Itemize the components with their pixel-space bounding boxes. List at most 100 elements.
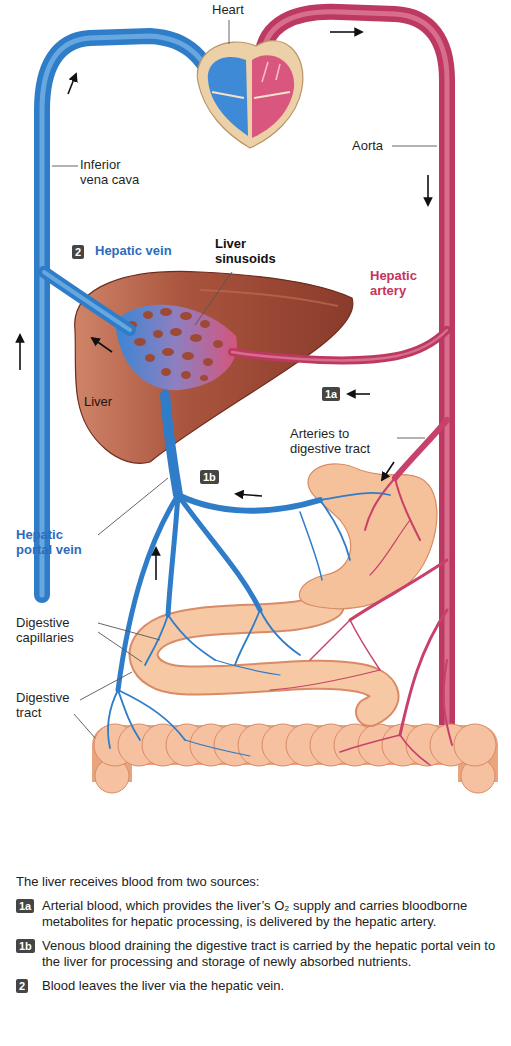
flow-arrows: [348, 393, 370, 395]
leader-lines: [80, 672, 132, 700]
leader-lines: [98, 632, 142, 662]
heart-illustration: [197, 41, 303, 148]
digestive-artery-vessels: [350, 560, 447, 620]
heart-illustration: [197, 41, 303, 148]
leader-lines: [74, 714, 95, 738]
structure-label: Heart: [212, 2, 244, 17]
sinusoid-network: [190, 334, 202, 342]
flow-arrows: [68, 74, 76, 94]
leader-lines: [397, 438, 425, 439]
digestive-artery-vessels: [400, 735, 430, 765]
flow-arrows: [92, 338, 112, 352]
sinusoid-network: [181, 371, 191, 379]
portal-vein-vessels: [108, 690, 118, 748]
sinusoid-network: [200, 320, 210, 328]
callout-number: 1a: [322, 387, 340, 401]
sinusoid-network: [143, 311, 153, 319]
sinusoid-network: [127, 308, 223, 381]
sinusoid-network: [115, 305, 237, 390]
sinusoid-network: [180, 312, 192, 320]
leader-lines: [195, 272, 232, 325]
flow-arrows: [427, 175, 429, 205]
small-intestine-illustration: [144, 605, 385, 712]
portal-vein-vessels: [118, 690, 140, 740]
sinusoid-network: [160, 308, 172, 316]
callout-number: 1b: [200, 470, 219, 484]
callout-number: 1b: [16, 939, 35, 953]
hepatic-artery-vessel: [232, 330, 447, 360]
digestive-artery-vessels: [270, 670, 380, 690]
heart-illustration: [262, 62, 280, 82]
sinusoid-network: [203, 358, 213, 366]
leader-lines: [229, 20, 230, 44]
hepatic-artery-vessel: [232, 330, 447, 360]
portal-vein-vessels: [185, 740, 250, 756]
vessel-label: Aorta: [352, 138, 383, 153]
small-intestine-illustration: [144, 605, 385, 712]
sinusoid-network: [213, 340, 223, 348]
hepatic-vein-vessel: [44, 272, 130, 330]
heart-illustration: [212, 92, 290, 98]
large-intestine-illustration: [94, 724, 496, 793]
portal-vein-vessels: [145, 615, 168, 665]
portal-vein-vessels: [260, 610, 300, 655]
structure-label: Digestive capillaries: [16, 615, 96, 645]
leader-lines: [52, 20, 437, 738]
digestive-artery-vessels: [350, 620, 380, 670]
stomach-illustration: [299, 464, 437, 609]
digestive-artery-vessels: [270, 420, 452, 765]
callout-number: 1a: [16, 899, 34, 913]
portal-vein-vessels: [118, 495, 178, 690]
vessel-label: Inferior vena cava: [80, 157, 152, 187]
leader-lines: [98, 623, 160, 640]
hepatic-artery-vessel: [232, 330, 447, 360]
portal-vein-vessels: [165, 395, 178, 495]
callout-number: 2: [72, 245, 84, 259]
portal-vein-vessels: [168, 615, 215, 660]
digestive-artery-vessels: [340, 735, 400, 752]
sinusoid-network: [134, 338, 146, 346]
hepatic-vein-vessel: [44, 272, 130, 330]
digestive-artery-vessels: [310, 620, 350, 660]
organ-label: Digestive tract: [16, 690, 86, 720]
flow-arrows: [155, 548, 157, 580]
stomach-illustration: [299, 464, 437, 609]
leader-lines: [98, 478, 168, 535]
structure-label: Liver sinusoids: [215, 236, 287, 266]
flow-arrows: [19, 335, 21, 370]
digestive-artery-vessels: [365, 478, 395, 530]
sinusoid-network: [153, 330, 163, 338]
portal-vein-vessels: [320, 493, 390, 500]
digestive-artery-vessels: [400, 610, 447, 735]
digestive-artery-vessels: [370, 520, 410, 575]
large-intestine-illustration: [454, 724, 496, 766]
caption-item: Arterial blood, which provides the liver…: [42, 898, 497, 930]
caption-item: Venous blood draining the digestive trac…: [42, 938, 497, 970]
caption-item: Blood leaves the liver via the hepatic v…: [42, 978, 497, 994]
callout-number: 2: [16, 979, 28, 993]
portal-vein-vessels: [178, 495, 320, 511]
vessel-label: Arteries to digestive tract: [290, 426, 394, 456]
heart-illustration: [208, 57, 248, 136]
digestive-artery-vessels: [395, 420, 447, 478]
vessel-label: Hepatic artery: [370, 268, 432, 298]
portal-vein-vessels: [178, 495, 260, 610]
digestive-artery-vessels: [444, 660, 452, 745]
small-intestine-illustration: [144, 605, 385, 712]
large-intestine-illustration: [94, 724, 496, 793]
portal-vein-vessels: [235, 610, 260, 665]
digestive-artery-vessels: [395, 478, 420, 540]
leader-lines: [52, 166, 78, 167]
organ-label: Liver: [84, 394, 112, 409]
sinusoid-network: [170, 328, 182, 336]
hepatic-vein-vessel: [44, 272, 130, 330]
portal-vein-vessels: [118, 690, 185, 740]
flow-arrows: [20, 32, 428, 580]
sinusoid-network: [162, 348, 174, 356]
liver-illustration: [200, 290, 338, 306]
sinusoid-network: [145, 354, 155, 362]
sinusoid-network: [161, 368, 171, 376]
leader-lines: [392, 146, 437, 147]
flow-arrows: [330, 31, 362, 33]
